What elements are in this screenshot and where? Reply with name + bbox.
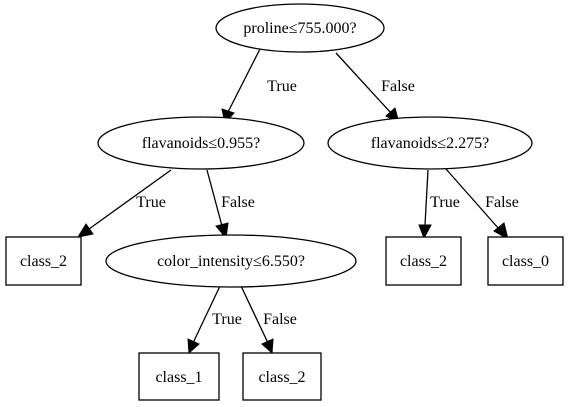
edge-labels: True False True False True False True Fa…: [136, 78, 519, 328]
arrowhead-left-to-color-split: [215, 222, 229, 240]
root-decision-label: proline≤755.000?: [243, 20, 356, 37]
leaf-label-class1: class_1: [155, 369, 202, 386]
left-split-decision-label: flavanoids≤0.955?: [142, 135, 261, 152]
edge-label-left-true: True: [136, 194, 166, 211]
arrowhead-color-to-class2: [261, 338, 274, 355]
leaf-label-class2-right: class_2: [400, 253, 447, 270]
edge-color-to-class2: [240, 285, 269, 344]
leaf-nodes: class_2 class_2 class_0 class_1 class_2: [5, 236, 564, 401]
edge-color-to-class1: [192, 285, 221, 344]
edge-root-to-left-split: [227, 48, 261, 113]
color-intensity-decision-node: [105, 234, 357, 288]
arrowhead-right-to-class0: [493, 222, 509, 241]
leaf-label-class2-bottom: class_2: [258, 369, 305, 386]
left-split-decision-node: [97, 116, 305, 170]
edge-label-root-true: True: [267, 78, 297, 95]
leaf-label-class2-left: class_2: [20, 253, 67, 270]
edge-root-to-right-split: [335, 52, 392, 114]
edge-label-right-true: True: [430, 194, 460, 211]
leaf-node-class0: [487, 236, 564, 286]
edge-right-to-class0: [445, 168, 500, 230]
edge-label-color-true: True: [212, 311, 242, 328]
right-split-decision-label: flavanoids≤2.275?: [371, 135, 490, 152]
arrowhead-right-to-class2: [418, 224, 432, 240]
leaf-node-class2-left: [5, 236, 82, 286]
decision-nodes: proline≤755.000? flavanoids≤0.955? flava…: [97, 3, 533, 288]
edge-left-to-class2: [88, 169, 172, 230]
leaf-node-class2-right: [385, 236, 462, 286]
right-split-decision-node: [327, 116, 533, 170]
arrowhead-left-to-class2: [76, 223, 94, 238]
leaf-label-class0: class_0: [502, 253, 549, 270]
edge-left-to-color-split: [206, 169, 223, 227]
edge-label-root-false: False: [381, 78, 415, 95]
edge-right-to-class2: [424, 169, 429, 226]
arrowhead-color-to-class1: [187, 338, 200, 355]
root-decision-node: [215, 3, 385, 53]
leaf-node-class2-bottom: [242, 352, 322, 401]
edge-label-color-false: False: [263, 311, 297, 328]
edge-label-left-false: False: [221, 194, 255, 211]
edge-label-right-false: False: [485, 194, 519, 211]
leaf-node-class1: [138, 352, 220, 401]
color-intensity-decision-label: color_intensity≤6.550?: [157, 253, 305, 270]
